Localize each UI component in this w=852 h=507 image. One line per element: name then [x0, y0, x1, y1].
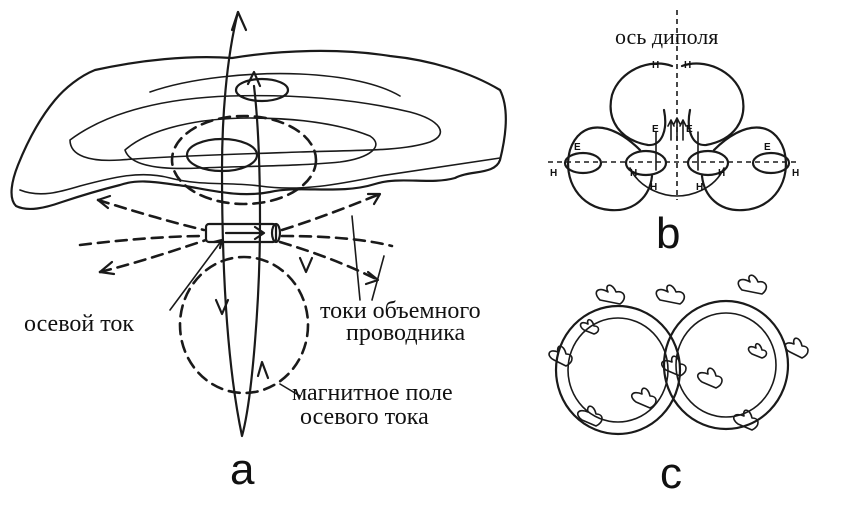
e-field-ring-far-left [563, 151, 603, 175]
label-h-bottom-left: H [650, 182, 657, 193]
volume-current-right-3 [278, 240, 380, 282]
leader-magnetic-field [279, 383, 301, 397]
label-volume-currents-line1: токи объемного [320, 298, 481, 324]
sheet-contour-2 [124, 117, 377, 170]
leader-axial-current [169, 239, 223, 311]
label-h-inner-left: H [630, 168, 637, 179]
field-loop-lower-left [567, 126, 654, 212]
dipole-arrow-2 [673, 117, 681, 141]
label-magnetic-field-line1: магнитное поле [292, 380, 453, 406]
ring-right-inner [675, 312, 777, 418]
leader-volume-current-2 [371, 255, 385, 301]
field-loop-upper-left [609, 62, 674, 147]
panel-letter-c: c [660, 449, 682, 498]
birds-center-junction [655, 284, 687, 377]
ring-left-outer [554, 304, 682, 436]
field-loop-arrow-upper [246, 70, 262, 88]
panel-letter-a: a [230, 445, 255, 494]
panel-c-diagram [548, 274, 809, 436]
e-field-ring-right [686, 149, 730, 177]
volume-current-left-2 [78, 234, 206, 247]
field-loop-upper-right [680, 62, 745, 147]
conductor-sheet-edge [19, 157, 501, 195]
label-h-bottom-right: H [696, 182, 703, 193]
label-magnetic-field-line2: осевого тока [300, 404, 429, 430]
conductor-sheet-outline [10, 49, 507, 211]
field-loop-arrow-top [230, 10, 248, 32]
e-field-ring-left [624, 149, 668, 177]
panel-b-diagram: H H E E E E H H H H H H [548, 10, 800, 212]
volume-current-left-1 [96, 198, 206, 232]
label-e-far-left: E [574, 142, 581, 153]
volume-current-left-1-arrow [96, 194, 112, 210]
field-loop-arrow-lower [214, 298, 230, 316]
label-volume-currents-line2: проводника [346, 320, 466, 346]
sheet-contour-3 [149, 72, 401, 97]
inner-lobe-lower [629, 167, 725, 197]
label-h-far-left: H [550, 168, 557, 179]
label-e-center-right: E [686, 124, 693, 135]
label-dipole-axis: ось диполя [615, 24, 718, 49]
volume-current-right-down-arrow [298, 256, 314, 274]
label-h-inner-right: H [718, 168, 725, 179]
volume-current-right-1-arrow [366, 192, 382, 206]
label-h-far-right: H [792, 168, 799, 179]
label-e-far-right: E [764, 142, 771, 153]
birds-left-ring [548, 284, 657, 427]
volume-current-right-2 [280, 234, 394, 248]
leader-volume-current-1 [351, 215, 361, 301]
dipole-arrow-3 [679, 119, 687, 141]
magnetic-field-loop [220, 10, 262, 438]
field-loop-arrow-rise [256, 360, 270, 380]
field-dashed-circle-lower [178, 255, 310, 395]
volume-current-left-3-arrow [98, 260, 116, 276]
field-dashed-circle-upper [170, 114, 318, 206]
panel-letter-b: b [656, 209, 680, 258]
label-h-top-left: H [652, 60, 659, 71]
field-loop-lower-right [700, 126, 787, 212]
volume-current-right-1 [280, 192, 382, 232]
sheet-contour-1 [69, 94, 442, 162]
dipole-arrow-1 [667, 119, 675, 141]
leader-axial-current-arrow [212, 238, 224, 250]
e-field-ring-far-right [751, 151, 791, 175]
birds-right-ring [696, 274, 809, 431]
label-e-center-left: E [652, 124, 659, 135]
ring-right-outer [662, 299, 790, 431]
inner-lobe-center [655, 131, 699, 171]
volume-current-left-3 [98, 238, 208, 274]
axial-current-dipole [204, 222, 282, 244]
label-h-top-right: H [684, 60, 691, 71]
upper-field-ring [234, 77, 290, 103]
label-axial-current: осевой ток [24, 311, 134, 337]
panel-a-diagram [10, 10, 507, 438]
